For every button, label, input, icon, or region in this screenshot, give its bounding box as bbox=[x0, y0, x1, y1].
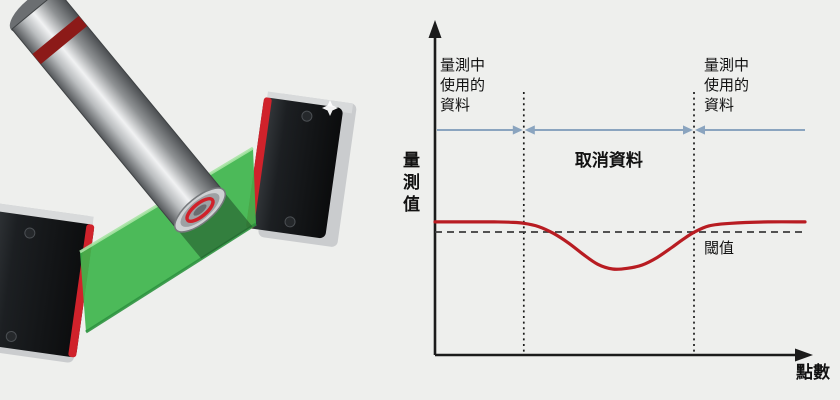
shaft-body bbox=[11, 0, 224, 230]
arrowhead-icon bbox=[512, 125, 523, 135]
measuring-data-label-left: 量測中 使用的 資料 bbox=[440, 57, 486, 114]
screw-icon bbox=[301, 110, 313, 122]
sensor-head-left bbox=[0, 200, 95, 363]
sparkle-icon bbox=[322, 100, 338, 116]
region-span-arrows bbox=[437, 125, 805, 135]
screw-icon bbox=[5, 330, 17, 342]
arrowhead-icon bbox=[695, 125, 705, 135]
y-axis-label: 量測值 bbox=[403, 151, 420, 215]
measurement-chart-panel: 量測中 使用的 資料 量測中 使用的 資料 取消資料 閾值 量測值 點數 bbox=[400, 0, 840, 400]
sensor-left-top-face bbox=[0, 200, 94, 227]
optical-sensor-illustration bbox=[0, 0, 357, 363]
measured-shaft bbox=[9, 0, 226, 233]
cancel-data-label: 取消資料 bbox=[574, 151, 643, 170]
measurement-chart bbox=[428, 20, 813, 362]
x-axis-arrow-icon bbox=[795, 348, 813, 362]
sensor-head-right bbox=[246, 91, 357, 247]
chart-axes bbox=[428, 20, 813, 362]
region-boundary-lines bbox=[522, 92, 695, 355]
arrowhead-icon bbox=[524, 125, 535, 135]
threshold-label: 閾值 bbox=[704, 240, 735, 257]
screw-icon bbox=[24, 227, 36, 239]
shaft-end-cap bbox=[174, 187, 226, 233]
screw-icon bbox=[284, 216, 296, 228]
measurement-curve bbox=[433, 220, 807, 271]
end-cap-red-ring bbox=[185, 196, 215, 224]
shaft-red-band bbox=[31, 15, 88, 65]
arrowhead-icon bbox=[683, 125, 693, 135]
end-cap-center bbox=[193, 204, 207, 216]
measuring-data-label-right: 量測中 使用的 資料 bbox=[704, 57, 750, 114]
sensor-illustration-panel bbox=[0, 0, 400, 400]
sensor-left-body bbox=[0, 210, 94, 357]
beam-bottom-edge bbox=[85, 222, 257, 334]
y-axis-arrow-icon bbox=[428, 20, 442, 38]
x-axis-label: 點數 bbox=[796, 363, 830, 382]
sensor-right-body bbox=[246, 97, 343, 239]
